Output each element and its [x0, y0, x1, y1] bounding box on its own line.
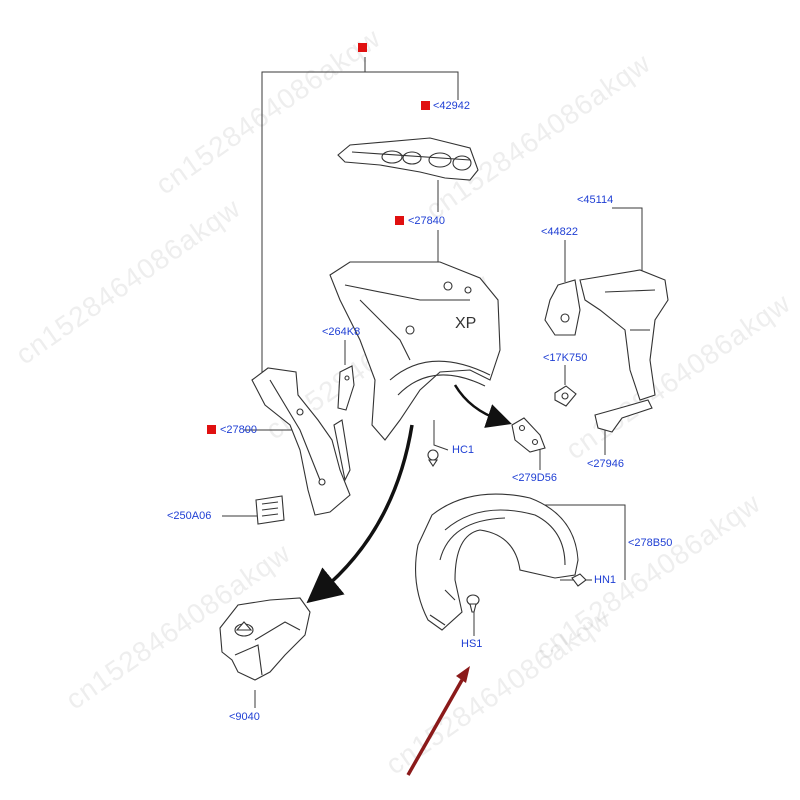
marker-top: [358, 43, 367, 52]
part-27800: [251, 367, 351, 516]
label-279D56: <279D56: [512, 472, 557, 484]
label-HN1: HN1: [594, 574, 617, 586]
part-HS1: [466, 594, 480, 613]
part-HC1: [427, 449, 439, 467]
part-HN1: [571, 573, 587, 587]
leader-45114: [612, 207, 643, 272]
label-27946: <27946: [587, 458, 625, 470]
label-27800: <27800: [220, 424, 258, 436]
label-264K8: <264K8: [322, 326, 361, 338]
leader-42942: [365, 71, 459, 100]
arrow-279D56: [453, 384, 512, 428]
part-42942: [337, 137, 479, 181]
part-279D56: [511, 417, 546, 453]
leader-bracket-top: [261, 57, 366, 372]
leader-278B50-a: [508, 504, 626, 580]
part-17K750: [554, 385, 577, 407]
marker-27800: [207, 425, 216, 434]
part-27946: [594, 399, 653, 433]
panel-stamp-text: XP: [455, 315, 476, 332]
label-250A06: <250A06: [167, 510, 212, 522]
label-278B50: <278B50: [628, 537, 673, 549]
part-250A06: [255, 495, 285, 525]
label-44822: <44822: [541, 226, 579, 238]
leader-HC1: [433, 420, 449, 451]
label-17K750: <17K750: [543, 352, 588, 364]
label-9040: <9040: [229, 711, 260, 723]
part-264K8: [337, 365, 355, 411]
part-45114: [579, 269, 669, 401]
label-45114: <45114: [577, 194, 614, 206]
part-44822: [544, 279, 581, 336]
pointer-arrow-HS1: [406, 666, 470, 776]
label-HS1: HS1: [461, 638, 483, 650]
label-42942: <42942: [433, 100, 471, 112]
part-278B50: [415, 493, 579, 631]
label-HC1: HC1: [452, 444, 475, 456]
marker-27840: [395, 216, 404, 225]
part-9040: [219, 597, 311, 681]
arrow-9040: [306, 424, 414, 604]
label-27840: <27840: [408, 215, 446, 227]
part-27840: XP: [329, 261, 501, 441]
marker-42942: [421, 101, 430, 110]
